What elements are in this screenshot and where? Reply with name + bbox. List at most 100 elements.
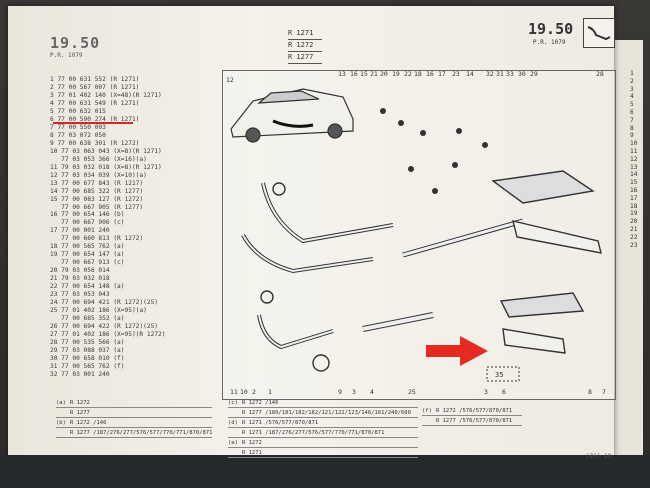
- parts-row: 30 77 00 658 010 (f): [50, 354, 125, 362]
- parts-row: 4 77 00 631 549 (R 1271): [50, 99, 140, 107]
- table-row: R 1277 /576/577/870/871: [422, 416, 522, 426]
- car-illustration: [230, 88, 354, 143]
- callout-label: 22: [404, 70, 412, 78]
- right-number: 8: [630, 124, 634, 132]
- callout-label: 33: [506, 70, 514, 78]
- parts-row: 3 77 01 402 140 (X=48)(R 1271): [50, 91, 162, 99]
- callout-label: 3: [484, 388, 488, 396]
- callout-label: 10: [240, 388, 248, 396]
- parts-row: 77 00 660 813 (R 1272): [50, 235, 144, 243]
- floor-shadow: [0, 455, 650, 488]
- table-row: (c) R 1272 /146: [228, 398, 418, 408]
- right-number: 22: [630, 233, 638, 241]
- parts-row: 19 77 00 654 147 (a): [50, 251, 125, 259]
- footer-page: (26) 19: [586, 453, 612, 460]
- table-value: R 1277 /187/276/277/576/577/770/771/870/…: [70, 429, 213, 436]
- right-number: 5: [630, 101, 634, 109]
- right-number: 4: [630, 93, 634, 101]
- parts-row: 13 77 00 677 843 (R 1217): [50, 179, 144, 187]
- table-row: (b)R 1272 /146: [56, 418, 213, 428]
- callout-label: 31: [496, 70, 504, 78]
- callout-label: 23: [452, 70, 460, 78]
- model-list: R 1271 R 1272 R 1277: [288, 28, 322, 64]
- exhaust-icon: [587, 26, 611, 41]
- parts-row: 32 77 03 001 240: [50, 370, 110, 378]
- table-value: R 1271 /187/276/277/576/577/770/771/870/…: [242, 429, 385, 436]
- table-key: (a): [56, 399, 66, 406]
- parts-row: 11 79 03 032 018 (X=8)(R 1271): [50, 163, 162, 171]
- parts-row: 5 77 00 632 015: [50, 107, 106, 115]
- callout-label: 21: [370, 70, 378, 78]
- table-key: (d): [228, 419, 238, 426]
- dimension-box: [486, 366, 520, 382]
- parts-row: 18 77 00 565 762 (a): [50, 243, 125, 251]
- right-number: 3: [630, 85, 634, 93]
- parts-row: 77 03 053 366 (X=16)(a): [50, 155, 147, 163]
- right-number: 12: [630, 155, 638, 163]
- parts-row: 20 79 03 056 014: [50, 267, 110, 275]
- model-item: R 1272: [288, 40, 322, 52]
- parts-row: 77 00 685 352 (a): [50, 315, 125, 323]
- parts-row: 12 77 03 034 039 (X=10)(a): [50, 171, 147, 179]
- parts-row: 77 00 667 913 (c): [50, 259, 125, 267]
- small-fasteners: [380, 108, 488, 194]
- table-value: R 1271 /576/577/870/871: [242, 419, 319, 426]
- parts-row: 14 77 00 685 322 (R 1277): [50, 187, 144, 195]
- callout-label: 1: [268, 388, 272, 396]
- callout-label: 14: [466, 70, 474, 78]
- callout-label: 4: [370, 388, 374, 396]
- table-row: R 1277 /187/276/277/576/577/770/771/870/…: [56, 428, 213, 438]
- exhaust-parts: [241, 170, 602, 372]
- section-icon: [583, 18, 615, 48]
- callout-label: 8: [588, 388, 592, 396]
- model-item: R 1277: [288, 52, 322, 64]
- parts-row: 22 77 00 654 148 (a): [50, 283, 125, 291]
- table-value: R 1272 /146: [242, 399, 279, 406]
- callout-label: 16: [350, 70, 358, 78]
- table-value: R 1277 /180/181/182/182/121/122/123/146/…: [242, 409, 411, 416]
- parts-row: 29 77 03 088 037 (a): [50, 346, 125, 354]
- parts-row: 31 77 00 565 762 (f): [50, 362, 125, 370]
- catalog-page: [8, 6, 614, 468]
- model-item: R 1271: [288, 28, 322, 40]
- callout-label: 7: [602, 388, 606, 396]
- right-number: 10: [630, 140, 638, 148]
- table-row: R 1271 /187/276/277/576/577/770/771/870/…: [228, 428, 418, 438]
- table-value: R 1272: [70, 399, 90, 406]
- parts-row: 8 77 03 072 050: [50, 131, 106, 139]
- table-row: (a) R 1272: [56, 398, 213, 408]
- table-row: R 1271: [228, 448, 418, 458]
- table-key: (f): [422, 407, 432, 414]
- callout-12: 12: [226, 76, 234, 84]
- callout-label: 9: [338, 388, 342, 396]
- callout-label: 13: [338, 70, 346, 78]
- exploded-diagram: 35: [222, 70, 616, 400]
- table-row: (d) R 1271 /576/577/870/871: [228, 418, 418, 428]
- dimension-label: 35: [495, 371, 503, 379]
- callout-label: 17: [438, 70, 446, 78]
- right-number: 9: [630, 132, 634, 140]
- callout-label: 16: [426, 70, 434, 78]
- right-number: 17: [630, 194, 638, 202]
- table-value: R 1272 /576/577/870/871: [436, 407, 513, 414]
- table-value: R 1277 /576/577/870/871: [436, 417, 513, 424]
- parts-row: 28 77 00 535 566 (a): [50, 338, 125, 346]
- right-number: 7: [630, 116, 634, 124]
- red-arrow-icon: [426, 336, 488, 370]
- callout-label: 30: [518, 70, 526, 78]
- right-number: 14: [630, 171, 638, 179]
- right-page-number: 19.50: [528, 20, 574, 38]
- right-number: 19: [630, 210, 638, 218]
- table-key: (c): [228, 399, 238, 406]
- parts-row: 2 77 00 567 007 (R 1271): [50, 83, 140, 91]
- table-row: (f) R 1272 /576/577/870/871: [422, 406, 522, 416]
- parts-row: 25 77 01 402 186 (X=95)(a): [50, 307, 147, 315]
- table-value: R 1272 /146: [70, 419, 107, 426]
- highlight-underline: [53, 122, 133, 124]
- callout-label: 6: [502, 388, 506, 396]
- left-page-number: 19.50: [50, 34, 101, 52]
- table-row: R 1277 /180/181/182/182/121/122/123/146/…: [228, 408, 418, 418]
- table-value: R 1271: [242, 449, 262, 456]
- callout-label: 11: [230, 388, 238, 396]
